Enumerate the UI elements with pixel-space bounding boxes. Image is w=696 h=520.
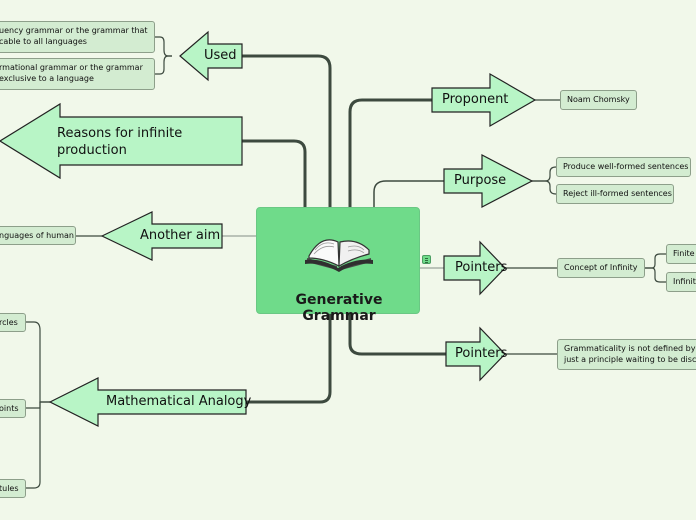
connector-used: [240, 54, 332, 210]
branch-math-label[interactable]: Mathematical Analogy: [106, 394, 252, 409]
arrow-shape-purpose: [443, 154, 534, 208]
connector-reasons: [240, 139, 307, 210]
connector-pointers2: [348, 312, 446, 356]
leaf-languages-of-human[interactable]: nguages of human: [0, 226, 76, 245]
branch-purpose-label[interactable]: Purpose: [454, 173, 507, 188]
branch-another-aim-label[interactable]: Another aim: [140, 228, 221, 243]
branch-proponent-label[interactable]: Proponent: [442, 92, 509, 107]
connector-purpose: [373, 180, 444, 210]
branch-reasons-label[interactable]: Reasons for infinite production: [57, 126, 183, 158]
arrow-shape-proponent: [431, 72, 537, 128]
arrow-shape-used: [179, 30, 243, 82]
leaf-points[interactable]: oints: [0, 399, 26, 418]
leaf-reject-ill-formed[interactable]: Reject ill-formed sentences: [556, 184, 674, 204]
arrow-shape-pointers2: [445, 326, 506, 382]
arrow-shape-pointers1: [443, 240, 506, 296]
leaf-infinite[interactable]: Infinit: [666, 272, 696, 292]
leaf-transformational-grammar[interactable]: rmational grammar or the grammar exclusi…: [0, 58, 155, 90]
note-icon[interactable]: [422, 255, 431, 264]
leaf-concept-of-infinity[interactable]: Concept of Infinity: [557, 258, 645, 278]
branch-used-label[interactable]: Used: [204, 48, 237, 63]
branch-pointers1-label[interactable]: Pointers: [455, 260, 508, 275]
leaf-circles[interactable]: rcles: [0, 313, 26, 332]
central-topic[interactable]: Generative Grammar: [256, 207, 420, 324]
leaf-rules[interactable]: tules: [0, 479, 26, 498]
arrow-shape-math: [48, 377, 247, 427]
connector-math: [244, 312, 332, 404]
connector-proponent: [348, 98, 432, 210]
branch-pointers2-label[interactable]: Pointers: [455, 346, 508, 361]
leaf-noam-chomsky[interactable]: Noam Chomsky: [560, 90, 637, 110]
central-topic-title: Generative Grammar: [295, 292, 383, 324]
leaf-universal-grammar[interactable]: uency grammar or the grammar that cable …: [0, 21, 155, 53]
leaf-grammaticality[interactable]: Grammaticality is not defined by pe just…: [557, 339, 696, 370]
leaf-finite[interactable]: Finite: [666, 244, 696, 264]
open-book-icon: [305, 239, 373, 272]
arrow-shape-another-aim: [100, 211, 223, 261]
arrow-shape-reasons: [0, 102, 243, 180]
leaf-produce-well-formed[interactable]: Produce well-formed sentences: [556, 157, 691, 177]
